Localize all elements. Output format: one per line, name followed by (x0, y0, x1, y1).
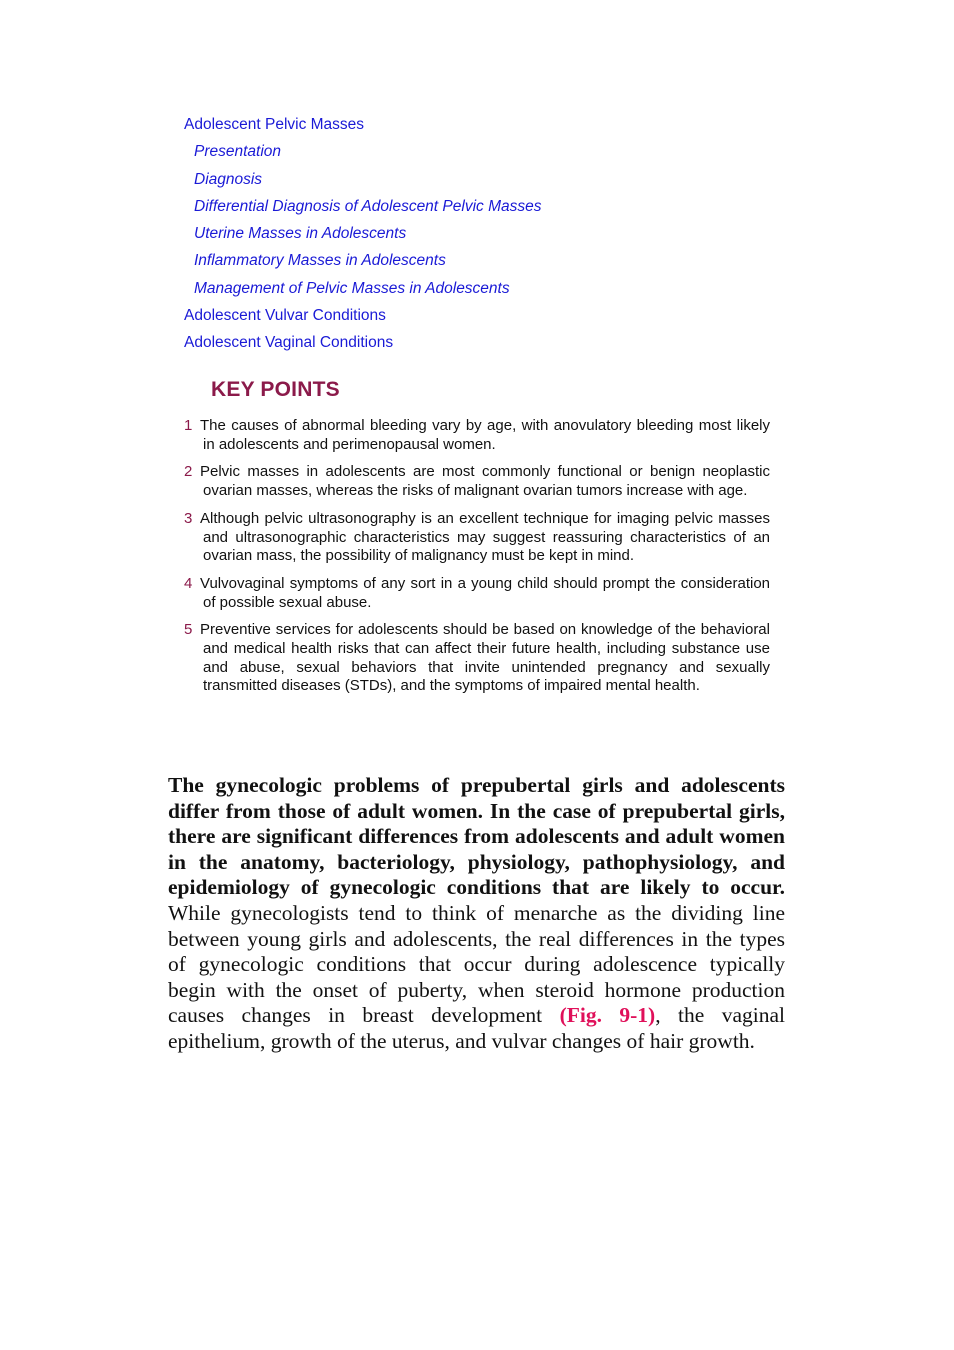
key-point-item: 4 Vulvovaginal symptoms of any sort in a … (184, 575, 770, 612)
toc-link-adolescent-pelvic-masses[interactable]: Adolescent Pelvic Masses (184, 116, 365, 133)
key-point-number: 2 (184, 463, 193, 481)
key-point-item: 5 Preventive services for adolescents sho… (184, 621, 770, 696)
key-point-item: 1 The causes of abnormal bleeding vary by… (184, 417, 770, 454)
toc-link-management-pelvic-masses[interactable]: Management of Pelvic Masses in Adolescen… (194, 279, 510, 297)
toc-link-differential-diagnosis[interactable]: Differential Diagnosis of Adolescent Pel… (194, 197, 542, 215)
toc-link-uterine-masses[interactable]: Uterine Masses in Adolescents (194, 225, 407, 243)
body-text-before-ref: While gynecologists tend to think of men… (168, 900, 785, 1028)
toc-link-presentation[interactable]: Presentation (194, 143, 282, 161)
key-point-text: Pelvic masses in adolescents are most co… (200, 463, 770, 500)
key-points-heading: KEY POINTS (211, 378, 340, 401)
key-point-text: The causes of abnormal bleeding vary by … (200, 417, 770, 453)
table-of-contents: Adolescent Pelvic Masses Presentation Di… (184, 114, 784, 360)
key-point-item: 3 Although pelvic ultrasonography is an e… (184, 510, 770, 566)
key-point-number: 1 (184, 417, 193, 434)
figure-reference-link[interactable]: (Fig. 9-1) (559, 1003, 656, 1028)
body-paragraph: The gynecologic problems of prepubertal … (168, 773, 785, 1055)
key-point-text: Although pelvic ultrasonography is an ex… (200, 509, 770, 565)
key-point-text: Vulvovaginal symptoms of any sort in a y… (200, 574, 770, 611)
key-point-number: 3 (184, 509, 193, 527)
toc-link-adolescent-vaginal-conditions[interactable]: Adolescent Vaginal Conditions (184, 334, 394, 352)
toc-link-inflammatory-masses[interactable]: Inflammatory Masses in Adolescents (194, 252, 446, 270)
key-point-item: 2 Pelvic masses in adolescents are most c… (184, 463, 770, 500)
key-point-text: Preventive services for adolescents shou… (200, 621, 770, 695)
key-point-number: 4 (184, 574, 193, 592)
key-point-number: 5 (184, 621, 193, 639)
key-points-list: 1 The causes of abnormal bleeding vary by… (184, 417, 770, 705)
toc-link-adolescent-vulvar-conditions[interactable]: Adolescent Vulvar Conditions (184, 307, 386, 325)
toc-link-diagnosis[interactable]: Diagnosis (194, 170, 263, 188)
body-text-after-ref: , the vaginal epithelium, growth of the … (168, 1003, 785, 1053)
body-bold-lead: The gynecologic problems of prepubertal … (168, 773, 785, 900)
